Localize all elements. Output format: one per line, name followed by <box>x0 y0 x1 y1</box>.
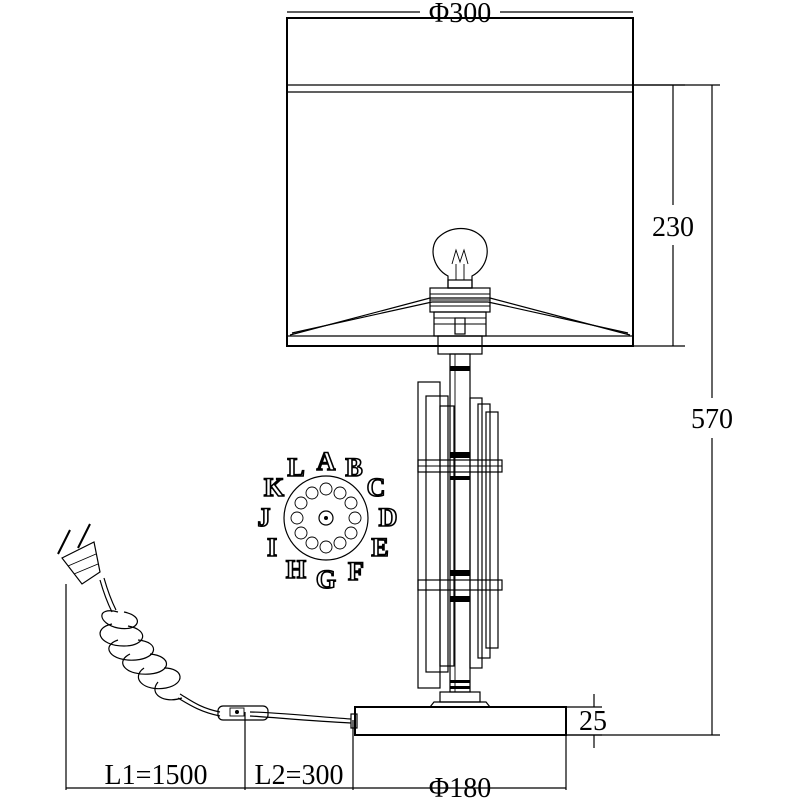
power-plug <box>57 523 101 585</box>
shade-diameter-dimension: Φ300 <box>287 0 633 29</box>
cord-switch <box>217 705 269 721</box>
dial-letter-l: L <box>287 453 304 482</box>
bottom-dimensions: L1=1500 L2=300 Φ180 <box>65 584 567 800</box>
dial-letter-a: A <box>317 447 336 476</box>
light-bulb <box>432 227 488 289</box>
dial-letter-d: D <box>379 503 398 532</box>
base-diameter-label: Φ180 <box>429 773 491 800</box>
shade-height-dimension: 230 <box>633 84 694 347</box>
base-height-label: 25 <box>579 706 607 737</box>
finish-dial: A B C D E F G H I J K L <box>257 446 398 595</box>
dial-letter-j: J <box>258 503 271 532</box>
shade-height-label: 230 <box>652 212 694 243</box>
lamp-base <box>350 691 567 736</box>
dial-letter-e: E <box>371 533 388 562</box>
cable-length-label: L1=1500 <box>105 760 208 791</box>
lamp-socket <box>429 287 491 355</box>
lamp-stem <box>449 353 471 693</box>
dial-letters: A B C D E F G H I J K L <box>257 446 398 595</box>
total-height-dimension: 570 <box>566 84 733 736</box>
coiled-cord <box>99 610 183 701</box>
crystal-panels <box>417 381 503 689</box>
dial-letter-c: C <box>367 473 386 502</box>
dial-letter-k: K <box>264 473 285 502</box>
lamp-shade <box>286 17 634 347</box>
dial-letter-h: H <box>286 555 306 584</box>
switch-length-label: L2=300 <box>255 760 344 791</box>
dial-letter-g: G <box>316 565 336 594</box>
dial-letter-i: I <box>267 533 277 562</box>
base-height-dimension: 25 <box>566 694 607 748</box>
power-cable <box>99 577 352 724</box>
total-height-label: 570 <box>691 404 733 435</box>
shade-diameter-label: Φ300 <box>429 0 491 29</box>
dial-letter-b: B <box>345 453 362 482</box>
dial-letter-f: F <box>348 557 364 586</box>
